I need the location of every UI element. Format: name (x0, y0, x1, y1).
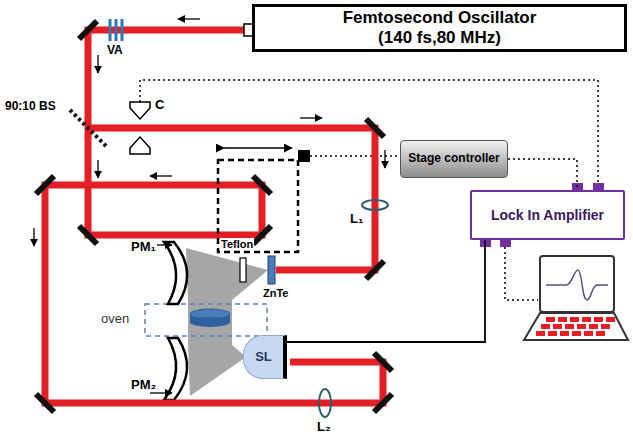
laptop (524, 256, 628, 340)
reference-wire (140, 80, 598, 184)
znte-crystal (268, 256, 275, 284)
chopper (130, 102, 150, 154)
part-label: 90:10 BS (4, 100, 57, 113)
detector: SL (243, 335, 287, 379)
beam-splitter (70, 110, 106, 146)
part-label: PM₁ (130, 240, 157, 254)
delay-stage (218, 160, 298, 252)
node-text: Stage controller (408, 152, 499, 166)
signal-wire (508, 159, 577, 190)
signal-wire (287, 240, 485, 342)
instrument-box: Lock In Amplifier (470, 190, 625, 240)
teflon-filter (240, 258, 246, 282)
node-text: Lock In Amplifier (491, 207, 604, 223)
direction-arrow (34, 19, 385, 393)
parabolic-mirror (164, 242, 187, 304)
stage-motor (298, 150, 310, 162)
controller-box: Stage controller (400, 140, 508, 178)
node-text: SL (255, 350, 272, 365)
node-text: (140 fs,80 MHz) (378, 28, 501, 48)
keyboard (536, 317, 615, 336)
part-label: L₂ (316, 420, 332, 434)
parabolic-mirror (164, 338, 187, 400)
part-label: oven (100, 312, 130, 326)
part-label: ZnTe (262, 287, 289, 299)
attenuator (110, 19, 122, 41)
oven-outline (145, 304, 267, 336)
laser-source: Femtosecond Oscillator(140 fs,80 MHz) (252, 4, 627, 52)
stage-wire (310, 155, 402, 157)
node-text: Femtosecond Oscillator (343, 8, 537, 28)
pc-wire (505, 247, 538, 300)
part-label: C (154, 98, 165, 112)
part-label: VA (106, 44, 124, 57)
sample (190, 309, 230, 327)
lens (319, 389, 331, 417)
part-label: Teflon (220, 238, 254, 250)
part-label: PM₂ (130, 378, 157, 392)
part-label: L₁ (349, 212, 364, 226)
lens (362, 200, 388, 210)
laser-beam (45, 30, 383, 403)
mirror (36, 21, 392, 412)
stage-motion (224, 147, 292, 149)
